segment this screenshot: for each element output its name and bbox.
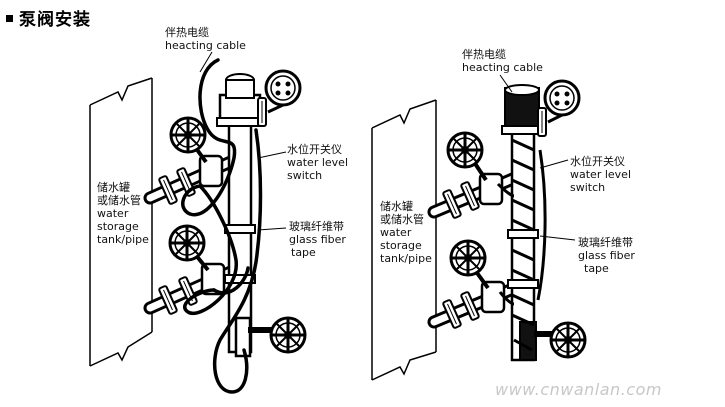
right-level-switch-en2: switch [570,181,606,194]
left-level-switch-en2: switch [287,169,323,182]
right-heating-cable-cn: 伴热电缆 [462,48,506,61]
right-assembly [371,74,587,381]
right-tank-cn1: 储水罐 [380,200,413,213]
left-level-switch-label: 水位开关仪 water level switch [287,143,348,182]
bullet-square-icon [6,15,13,22]
left-tank-cn2: 或储水管 [97,194,141,207]
left-tank-en2: storage [97,220,139,233]
right-level-switch-en1: water level [570,168,631,181]
left-tape-cn: 玻璃纤维带 [289,220,344,233]
left-tank-en1: water [97,207,129,220]
right-heating-cable-en: heacting cable [462,61,543,74]
left-heating-cable-label: 伴热电缆 heacting cable [165,26,246,52]
right-tape-cn: 玻璃纤维带 [578,236,633,249]
left-tank-cn1: 储水罐 [97,181,130,194]
left-heating-cable-cn: 伴热电缆 [165,26,209,39]
right-tape-label: 玻璃纤维带 glass fiber tape [578,236,635,275]
left-level-switch-cn: 水位开关仪 [287,143,342,156]
right-tank-cn2: 或储水管 [380,213,424,226]
left-tape-en1: glass fiber [289,233,346,246]
right-level-switch-cn: 水位开关仪 [570,155,625,168]
left-heating-cable-en: heacting cable [165,39,246,52]
right-tank-en3: tank/pipe [380,252,432,265]
right-tape-en1: glass fiber [578,249,635,262]
page-title-text: 泵阀安装 [19,10,91,30]
right-heating-cable-label: 伴热电缆 heacting cable [462,48,543,74]
right-level-switch-label: 水位开关仪 water level switch [570,155,631,194]
left-assembly [89,51,307,394]
right-tape-en2: tape [584,262,609,275]
right-tank-label: 储水罐 或储水管 water storage tank/pipe [380,200,432,265]
right-tank-en2: storage [380,239,422,252]
left-level-switch-en1: water level [287,156,348,169]
page-title: 泵阀安装 [6,5,91,30]
right-tank-en1: water [380,226,412,239]
left-tank-label: 储水罐 或储水管 water storage tank/pipe [97,181,149,246]
left-tank-en3: tank/pipe [97,233,149,246]
watermark: www.cnwanlan.com [495,380,662,399]
left-tape-en2: tape [291,246,316,259]
left-tape-label: 玻璃纤维带 glass fiber tape [289,220,346,259]
